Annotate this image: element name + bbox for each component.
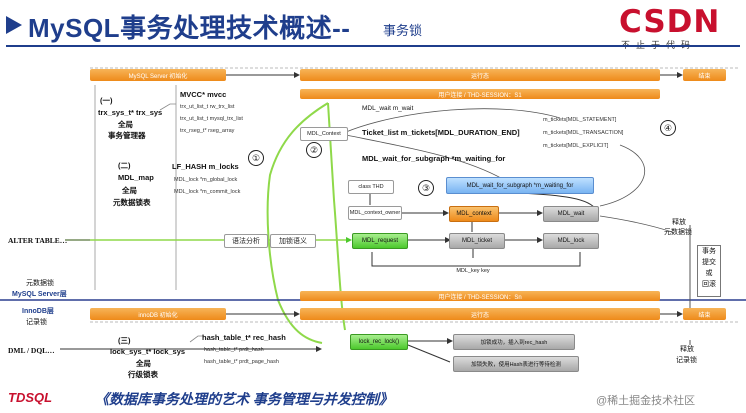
mysql-layer-label: MySQL Server层 xyxy=(12,291,67,298)
innodb-init-bar: innoDB 初始化 xyxy=(90,308,226,320)
release-meta-2: 元数据锁 xyxy=(664,229,692,236)
rec-hash-label: hash_table_t* rec_hash xyxy=(202,333,286,342)
wait-for-field: MDL_wait_for_subgraph *m_waiting_for xyxy=(362,154,506,163)
book-title: 《数据库事务处理的艺术 事务管理与并发控制》 xyxy=(95,391,393,407)
mdl-context-owner-box: MDL_context_owner xyxy=(348,206,402,220)
innodb-layer-label: InnoDB层 xyxy=(22,308,54,315)
rw-trx-list: trx_ut_list_t rw_trx_list xyxy=(180,104,235,110)
mdl-key-label: MDL_key key xyxy=(456,268,490,274)
commit-word-4: 回滚 xyxy=(702,281,716,288)
title-divider xyxy=(6,45,740,47)
mdl-lock-box: MDL_lock xyxy=(543,233,599,249)
csdn-logo: CSDN xyxy=(619,4,721,40)
session-bottom-bar: 用户连接 / THD-SESSION：Sn xyxy=(300,291,660,301)
section2-table: 元数据锁表 xyxy=(113,198,151,207)
ticket-statement: m_tickets[MDL_STATEMENT] xyxy=(543,117,617,123)
section2-global: 全局 xyxy=(122,186,137,195)
commit-word-3: 或 xyxy=(705,270,713,277)
end-bar: 结束 xyxy=(683,69,726,81)
page-subtitle: 事务锁 xyxy=(383,23,423,38)
alter-table-label: ALTER TABLE… xyxy=(8,236,68,245)
lock-success-box: 加锁成功，插入到rec_hash xyxy=(453,334,575,350)
mdl-ticket-box: MDL_ticket xyxy=(449,233,505,249)
section1-manager: 事务管理器 xyxy=(108,131,146,140)
mdl-wait-field: MDL_wait m_wait xyxy=(362,105,414,112)
lf-hash-label: LF_HASH m_locks xyxy=(172,162,239,171)
wait-for-subgraph-box: MDL_wait_for_subgraph *m_waiting_for xyxy=(446,177,594,194)
mysql-server-init-bar: MySQL Server 初始化 xyxy=(90,69,226,81)
prdt-page-hash: hash_table_t* prdt_page_hash xyxy=(204,359,279,365)
commit-rollback-box: 事务 提交 或 回滚 xyxy=(697,245,721,297)
section1-num: (一) xyxy=(100,96,113,105)
mdl-context-box: MDL_context xyxy=(449,206,499,222)
tdsql-logo: TDSQL xyxy=(8,390,53,405)
ticket-list-field: Ticket_list m_tickets[MDL_DURATION_END] xyxy=(362,128,520,137)
global-lock: MDL_lock *m_global_lock xyxy=(174,177,238,183)
innodb-end-bar: 结束 xyxy=(683,308,726,320)
step-4-marker: ④ xyxy=(660,120,676,136)
running-state-bar: 运行态 xyxy=(300,69,660,81)
watermark: @稀土掘金技术社区 xyxy=(596,395,696,407)
commit-word-2: 提交 xyxy=(702,259,716,266)
section3-table: 行级锁表 xyxy=(128,370,158,379)
section1-global: 全局 xyxy=(118,120,133,129)
step-1-marker: ① xyxy=(248,150,264,166)
section3-global: 全局 xyxy=(136,359,151,368)
commit-word-1: 事务 xyxy=(702,248,716,255)
step-2-marker: ② xyxy=(306,142,322,158)
release-rec-2: 记录锁 xyxy=(676,357,697,364)
mdl-context-label-box: MDL_Context xyxy=(300,127,348,141)
section2-num: (二) xyxy=(118,161,131,170)
prdt-hash: hash_table_t* prdt_hash xyxy=(204,347,264,353)
session-top-bar: 用户连接 / THD-SESSION：S1 xyxy=(300,89,660,99)
section2-mdl-map: MDL_map xyxy=(118,173,154,182)
ticket-transaction: m_tickets[MDL_TRANSACTION] xyxy=(543,130,624,136)
lock-rec-lock-box: lock_rec_lock() xyxy=(350,334,408,350)
innodb-running-bar: 运行态 xyxy=(300,308,660,320)
dml-dql-label: DML / DQL… xyxy=(8,346,55,355)
lock-fail-box: 加锁失败，使用Hash表进行等待检测 xyxy=(453,356,579,372)
section3-lock-sys: lock_sys_t* lock_sys xyxy=(110,347,186,356)
rseg-array: trx_rseg_t* rseg_array xyxy=(180,128,235,134)
mdl-request-box: MDL_request xyxy=(352,233,408,249)
mysql-trx-list: trx_ut_list_t mysql_trx_list xyxy=(180,116,243,122)
page-title: MySQL事务处理技术概述-- xyxy=(28,13,351,43)
section3-num: (三) xyxy=(118,336,131,345)
release-rec-1: 释放 xyxy=(680,346,694,353)
lock-semantics-box: 加锁语义 xyxy=(270,234,316,248)
title-arrow-icon xyxy=(6,16,22,34)
class-thd-box: class THD xyxy=(348,180,394,194)
section1-trx-sys: trx_sys_t* trx_sys xyxy=(98,108,163,117)
step-3-marker: ③ xyxy=(418,180,434,196)
ticket-explicit: m_tickets[MDL_EXPLICIT] xyxy=(543,143,609,149)
record-lock-label: 记录锁 xyxy=(26,319,47,326)
release-meta-1: 释放 xyxy=(672,219,686,226)
meta-lock-label: 元数据锁 xyxy=(26,280,54,287)
commit-lock: MDL_lock *m_commit_lock xyxy=(174,189,241,195)
mvcc-label: MVCC* mvcc xyxy=(180,90,227,99)
syntax-analysis-box: 语法分析 xyxy=(224,234,268,248)
mdl-wait-box: MDL_wait xyxy=(543,206,599,222)
